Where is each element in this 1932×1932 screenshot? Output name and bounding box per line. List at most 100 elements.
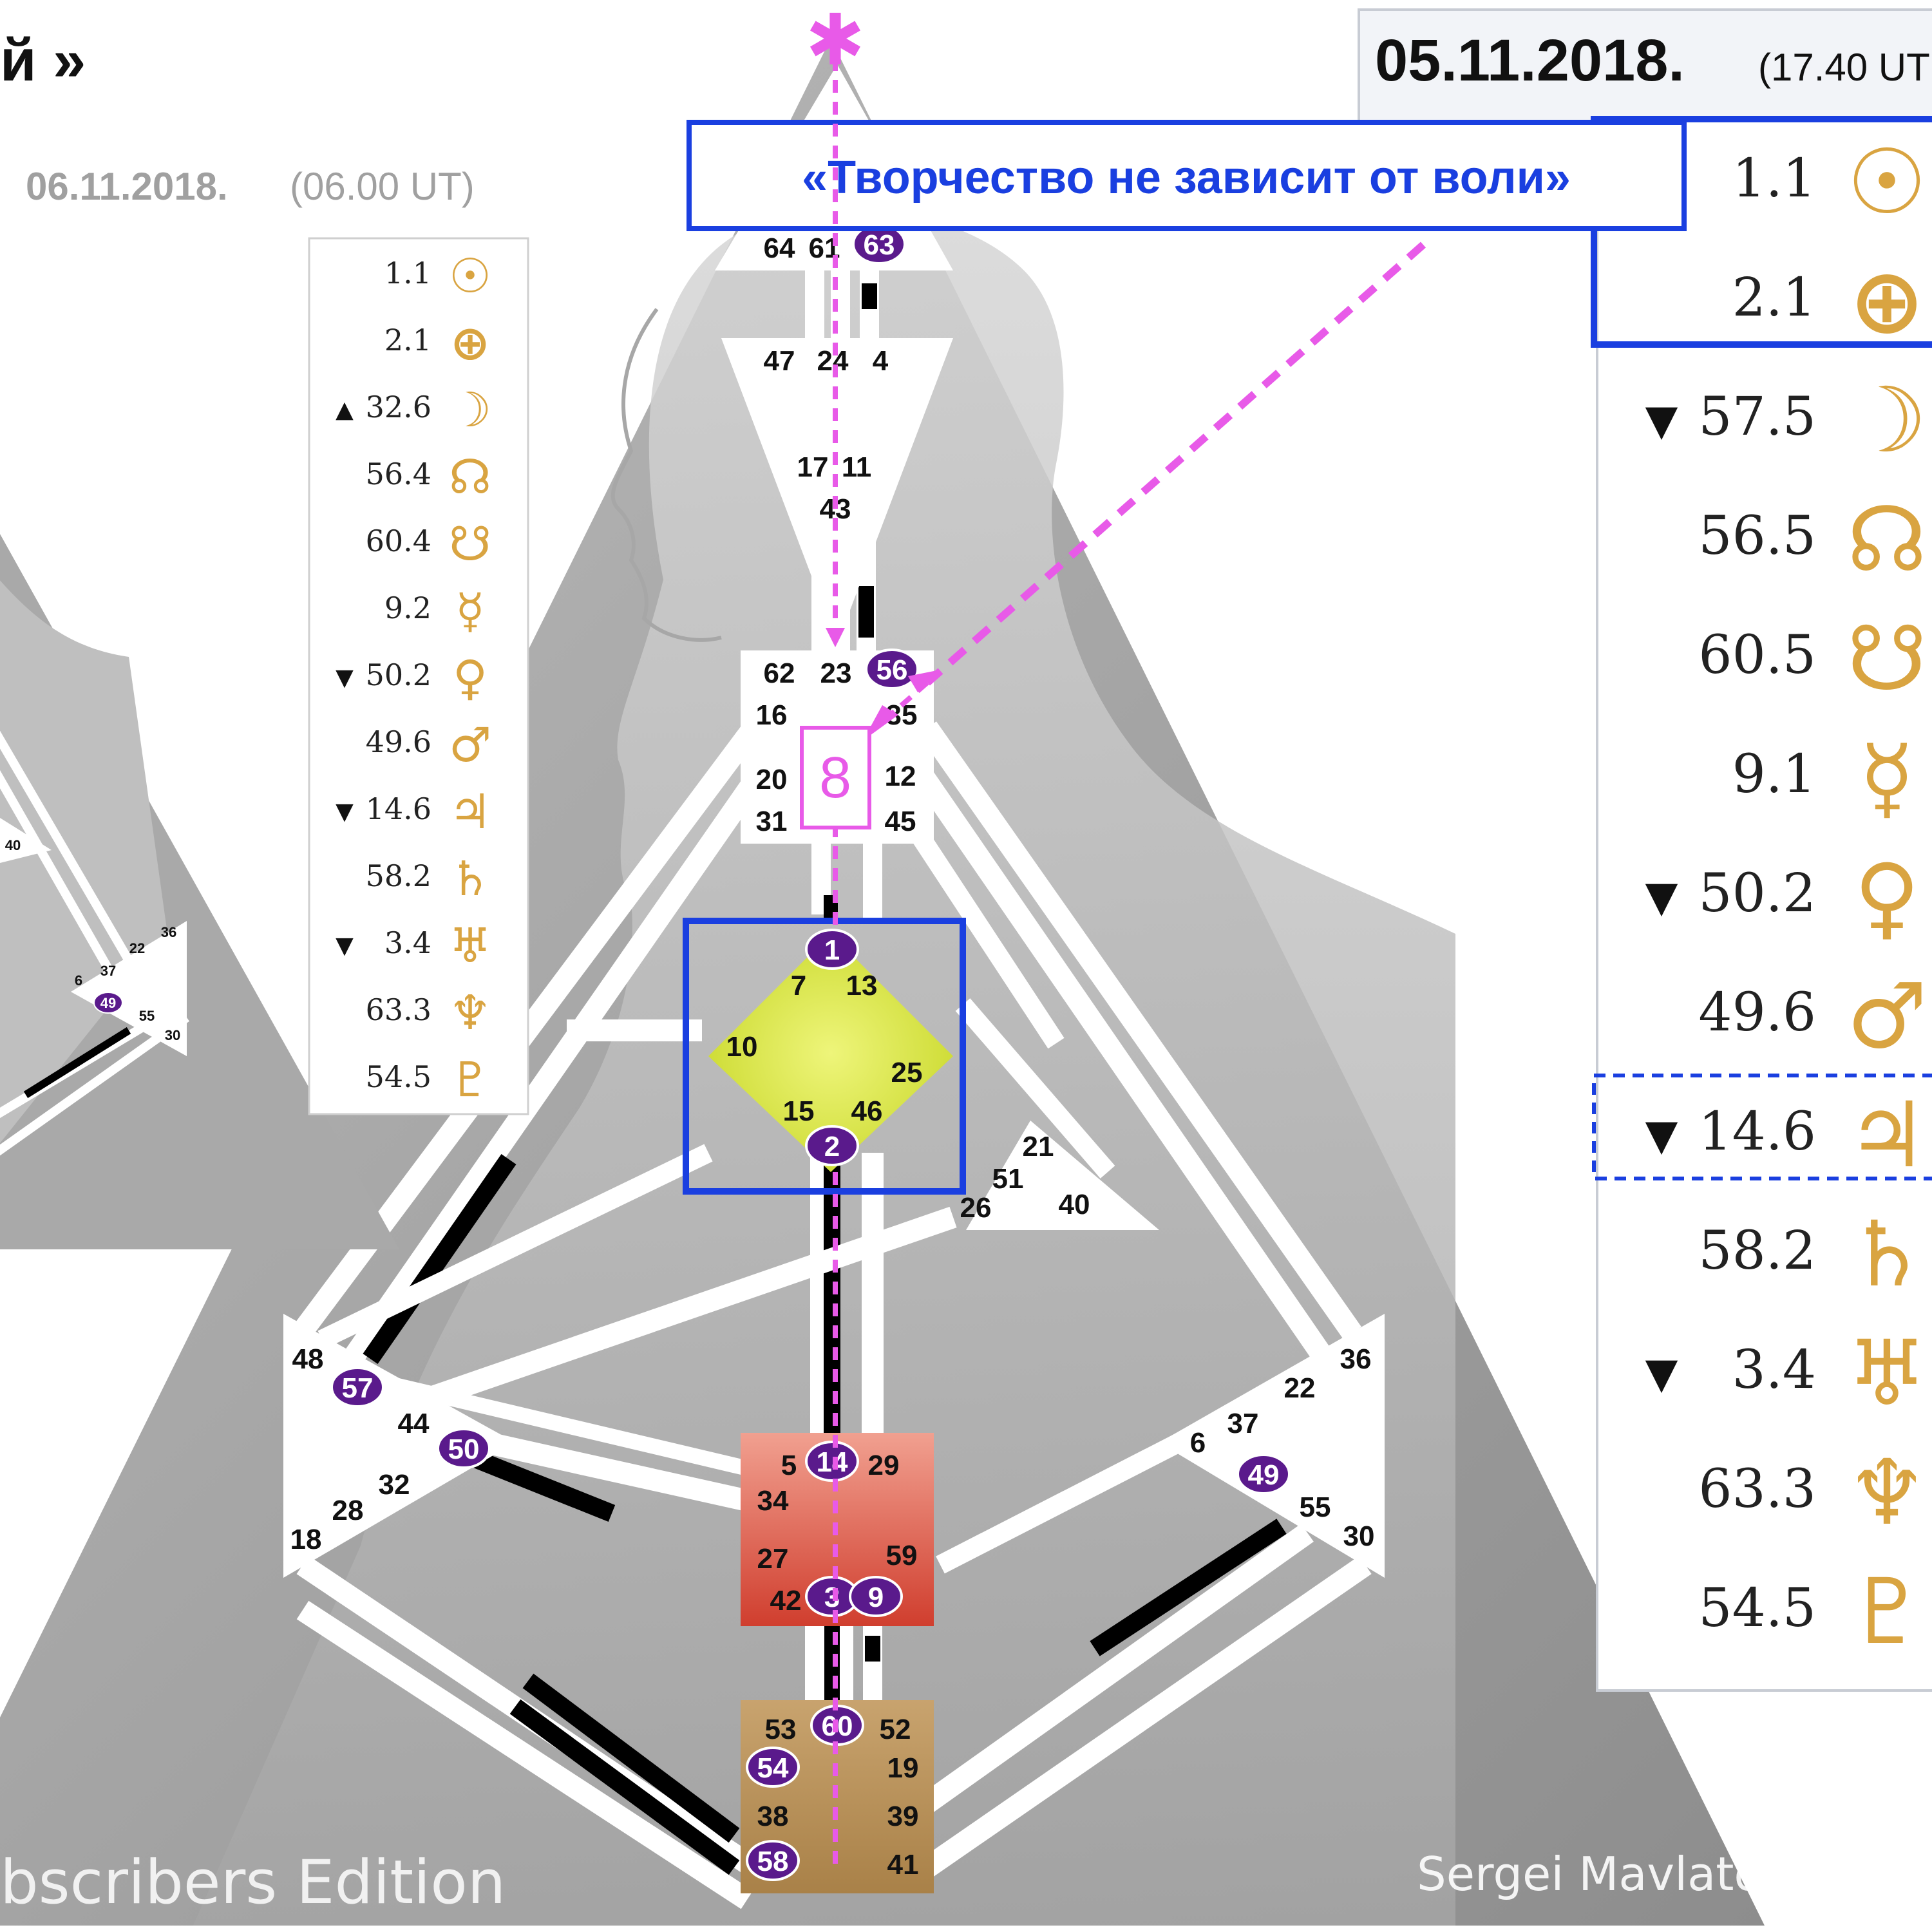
planet-value: 60.5 <box>1698 625 1816 686</box>
jupiter-icon: ♃ <box>449 784 491 840</box>
planet-value: 57.5 <box>1698 386 1816 448</box>
planet-row-mars: 49.6 ♂ <box>1698 964 1927 1069</box>
gate-62: 62 <box>764 658 795 689</box>
right-panel: 05.11.2018. (17.40 UT 1.1☉2.1⊕▼57.5☽56.5… <box>1358 8 1932 1692</box>
planet-row-neptune: 63.3♆ <box>1698 1441 1927 1546</box>
gate-20: 20 <box>756 764 788 795</box>
planet-row-sun: 1.1☉ <box>1732 130 1927 235</box>
title-fragment: й » <box>0 28 86 93</box>
gate-31: 31 <box>756 806 788 837</box>
planet-row-pluto: 54.5♇ <box>366 1052 492 1108</box>
planet-value: 32.6 <box>366 390 431 424</box>
mini-gate-36: 36 <box>161 924 176 940</box>
planet-row-jupiter: ▼14.6♃ <box>336 784 491 840</box>
planet-value: 54.5 <box>1698 1578 1816 1639</box>
retro-down-marker: ▼ <box>1645 1110 1678 1160</box>
mars-icon: ♂ <box>1846 964 1927 1069</box>
planet-row-moon: ▲32.6☽ <box>336 383 491 438</box>
gate-8-box: 8 <box>800 726 871 829</box>
retro-down-marker: ▼ <box>336 799 354 825</box>
gate-28: 28 <box>332 1495 364 1526</box>
planet-value: 56.5 <box>1698 506 1816 567</box>
activation-marker <box>746 1747 800 1788</box>
jupiter-icon: ♃ <box>1846 1083 1927 1188</box>
saturn-icon: ♄ <box>1846 1202 1927 1307</box>
planet-row-saturn: 58.2♄ <box>366 851 492 907</box>
activation-marker <box>746 1840 800 1881</box>
planet-value: 2.1 <box>1732 267 1816 328</box>
earth-icon: ⊕ <box>1849 249 1924 354</box>
planet-value: 49.6 <box>366 724 431 759</box>
planet-value: 54.5 <box>366 1059 431 1094</box>
gate-53: 53 <box>765 1714 797 1745</box>
gate-48: 48 <box>292 1343 324 1375</box>
venus-icon: ♀ <box>1854 845 1920 950</box>
gate-8: 8 <box>819 746 851 810</box>
gate-40: 40 <box>1059 1189 1090 1220</box>
ajna-center <box>721 338 953 644</box>
left-panel-time: (06.00 UT) <box>290 165 475 208</box>
planet-value: 1.1 <box>1732 148 1816 209</box>
earth-icon: ⊕ <box>450 316 490 371</box>
retro-down-marker: ▼ <box>1645 872 1678 922</box>
mercury-icon: ☿ <box>455 583 484 639</box>
retro-down-marker: ▼ <box>1645 1349 1678 1398</box>
gate-11: 11 <box>842 451 872 483</box>
planet-value: 49.6 <box>1698 982 1816 1043</box>
neptune-icon: ♆ <box>1846 1441 1927 1546</box>
south-node-icon: ☋ <box>449 516 491 572</box>
gate-13: 13 <box>846 970 878 1001</box>
retro-down-marker: ▼ <box>1645 395 1678 445</box>
gate-42: 42 <box>770 1585 802 1616</box>
gate-30: 30 <box>1343 1520 1375 1552</box>
gate-27: 27 <box>757 1543 789 1575</box>
gate-51: 51 <box>992 1163 1024 1195</box>
gate-50: 50 <box>448 1434 480 1465</box>
mini-gate-6: 6 <box>75 972 82 989</box>
planet-row-earth: 2.1 ⊕ <box>1732 249 1925 354</box>
jupiter-highlight <box>1592 1074 1932 1180</box>
gate-64: 64 <box>764 232 795 264</box>
neptune-icon: ♆ <box>449 985 491 1041</box>
gate-19: 19 <box>887 1752 919 1784</box>
planet-value: 50.2 <box>366 658 431 692</box>
g-center <box>708 934 953 1172</box>
activation-marker <box>805 1441 859 1482</box>
north-node-icon: ☊ <box>1847 488 1927 592</box>
gate-36: 36 <box>1340 1343 1372 1375</box>
retro-down-marker: ▼ <box>336 933 354 959</box>
planet-value: 14.6 <box>1698 1101 1816 1162</box>
gate-26: 26 <box>960 1192 992 1224</box>
planet-row-venus: ▼50.2♀ <box>336 650 488 706</box>
planet-row-mars: 49.6♂ <box>366 717 492 773</box>
gate-10: 10 <box>726 1031 758 1063</box>
left-panel: 06.11.2018. (06.00 UT) 1.1☉2.1⊕▲32.6☽56.… <box>26 165 529 1115</box>
mercury-icon: ☿ <box>1859 726 1915 831</box>
retro-down-marker: ▼ <box>336 665 354 691</box>
sun-icon: ☉ <box>449 249 491 304</box>
gate-34: 34 <box>757 1485 789 1517</box>
planet-row-south-node: 60.5☋ <box>1698 607 1927 712</box>
moon-icon: ☽ <box>449 383 491 438</box>
planet-row-venus: ▼50.2♀ <box>1645 845 1920 950</box>
planet-value: 58.2 <box>1698 1220 1816 1282</box>
mini-gate-37: 37 <box>100 963 116 979</box>
gate-6: 6 <box>1190 1427 1206 1459</box>
gate-7: 7 <box>791 970 806 1001</box>
planet-value: 56.4 <box>366 457 431 491</box>
activation-marker <box>805 1125 859 1166</box>
face-profile <box>611 308 722 642</box>
planet-row-sun: 1.1☉ <box>384 249 491 304</box>
gate-23: 23 <box>820 658 852 689</box>
gate-46: 46 <box>851 1095 883 1127</box>
planet-row-pluto: 54.5♇ <box>1698 1560 1927 1665</box>
watermark-left: bscribers Edition <box>0 1848 506 1918</box>
gate-44: 44 <box>398 1408 430 1439</box>
left-panel-date: 06.11.2018. <box>26 165 228 208</box>
ego-center <box>966 1121 1159 1230</box>
activation-marker <box>805 929 859 970</box>
planet-row-uranus: ▼3.4♅ <box>1645 1321 1927 1426</box>
